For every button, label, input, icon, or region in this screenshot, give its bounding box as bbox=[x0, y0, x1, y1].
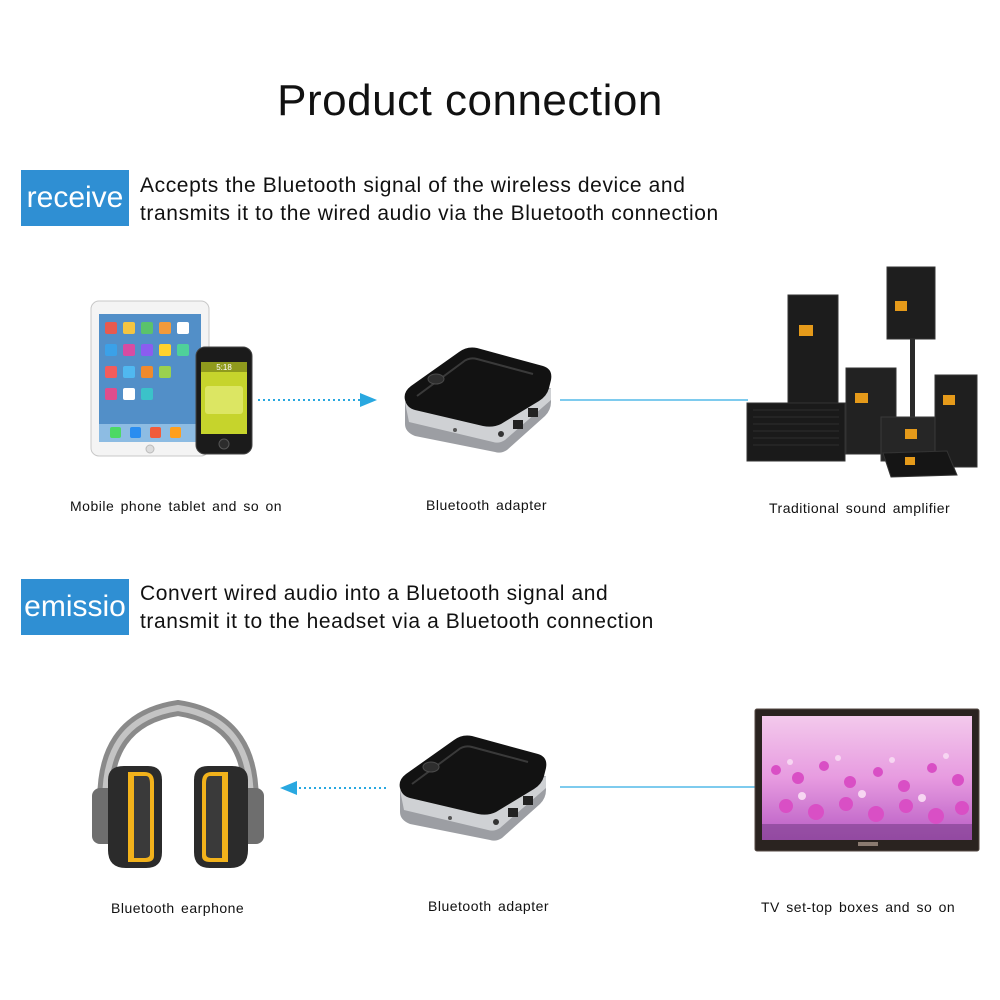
smartphone-icon: 5:18 bbox=[195, 346, 253, 456]
headphones-icon bbox=[88, 700, 268, 880]
bluetooth-adapter-icon bbox=[397, 344, 557, 454]
tablet-icon bbox=[90, 300, 212, 458]
phone-clock: 5:18 bbox=[216, 363, 232, 372]
receive-target-caption: Traditional sound amplifier bbox=[769, 500, 951, 516]
emission-tag: emissio bbox=[21, 579, 129, 635]
emission-description-line-1: Convert wired audio into a Bluetooth sig… bbox=[140, 582, 609, 605]
emission-signal-arrow bbox=[278, 778, 390, 798]
bluetooth-adapter-icon bbox=[392, 732, 552, 842]
receive-adapter-caption: Bluetooth adapter bbox=[426, 497, 548, 513]
receive-description-line-1: Accepts the Bluetooth signal of the wire… bbox=[140, 174, 686, 197]
emission-adapter-caption: Bluetooth adapter bbox=[428, 898, 550, 914]
emission-source-caption: TV set-top boxes and so on bbox=[761, 899, 956, 915]
emission-wired-line bbox=[560, 786, 755, 788]
receive-wired-line bbox=[560, 399, 748, 401]
emission-target-caption: Bluetooth earphone bbox=[111, 900, 245, 916]
emission-description-line-2: transmit it to the headset via a Bluetoo… bbox=[140, 610, 654, 633]
tv-icon bbox=[754, 708, 980, 854]
receive-signal-arrow bbox=[256, 390, 382, 410]
receive-tag: receive bbox=[21, 170, 129, 226]
receive-description-line-2: transmits it to the wired audio via the … bbox=[140, 202, 719, 225]
speaker-system-icon bbox=[745, 265, 980, 485]
receive-source-caption: Mobile phone tablet and so on bbox=[70, 498, 283, 514]
page-title: Product connection bbox=[277, 76, 663, 125]
